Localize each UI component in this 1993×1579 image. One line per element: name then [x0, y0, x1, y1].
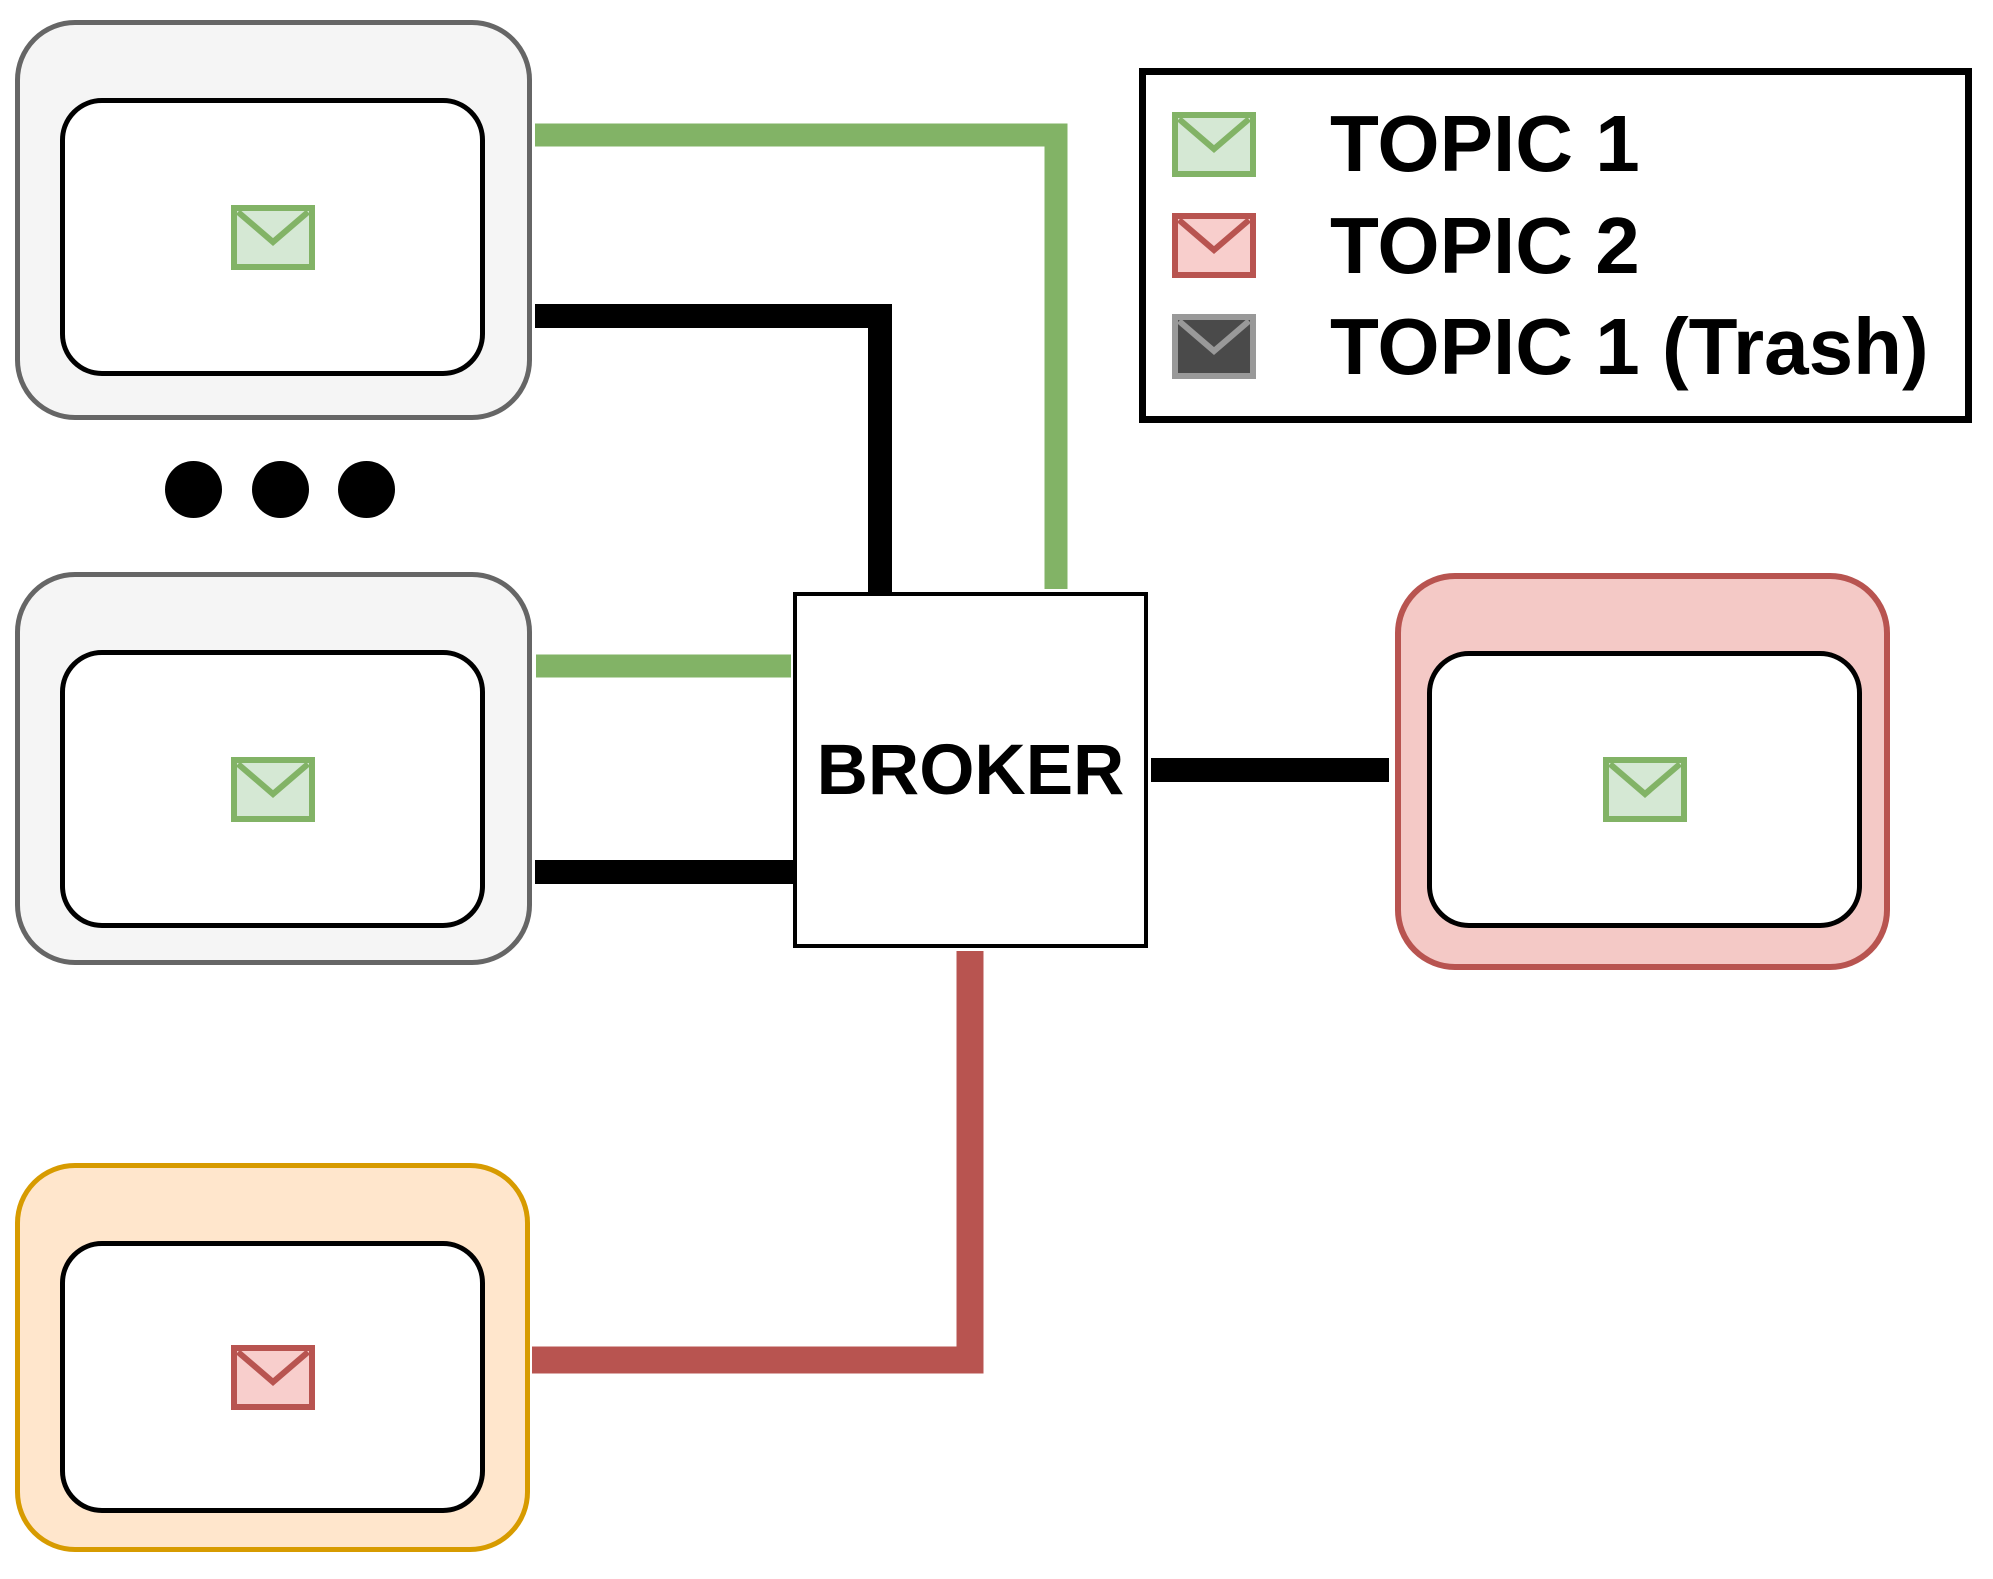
broker-node: BROKER	[793, 592, 1148, 948]
green-envelope-icon	[230, 756, 315, 822]
subscriber-bottom-message-area	[60, 650, 485, 928]
legend-label-topic2: TOPIC 2	[1330, 200, 1640, 290]
legend-label-topic1-trash: TOPIC 1 (Trash)	[1330, 301, 1929, 391]
subscriber-node-bottom	[15, 572, 532, 965]
publisher-node-topic1	[1395, 573, 1890, 970]
broker-label: BROKER	[816, 730, 1125, 810]
ellipsis-dot-icon	[165, 461, 222, 518]
arrow-trash-broker-to-subscriber-top	[535, 304, 892, 594]
publisher-node-topic2	[15, 1163, 530, 1552]
ellipsis-dot-icon	[252, 461, 309, 518]
subscriber-node-top	[15, 20, 532, 420]
subscriber-top-message-area	[60, 98, 485, 376]
legend-label-topic1: TOPIC 1	[1330, 99, 1640, 189]
legend: TOPIC 1 TOPIC 2 TOPIC 1 (Trash)	[1139, 68, 1972, 423]
green-envelope-icon	[1172, 111, 1256, 177]
dark-envelope-icon	[1172, 314, 1256, 380]
publisher-topic1-message-area	[1427, 651, 1862, 928]
legend-row-topic1-trash: TOPIC 1 (Trash)	[1172, 301, 1965, 391]
arrow-topic1-broker-subscriber-top	[535, 123, 1068, 589]
green-envelope-icon	[230, 204, 315, 270]
arrow-topic2-publisher-broker	[532, 951, 984, 1374]
publisher-topic2-message-area	[60, 1241, 485, 1513]
ellipsis-dot-icon	[338, 461, 395, 518]
legend-row-topic2: TOPIC 2	[1172, 200, 1965, 290]
legend-row-topic1: TOPIC 1	[1172, 104, 1965, 184]
red-envelope-icon	[230, 1344, 315, 1410]
green-envelope-icon	[1602, 757, 1687, 822]
red-envelope-icon	[1172, 213, 1256, 278]
